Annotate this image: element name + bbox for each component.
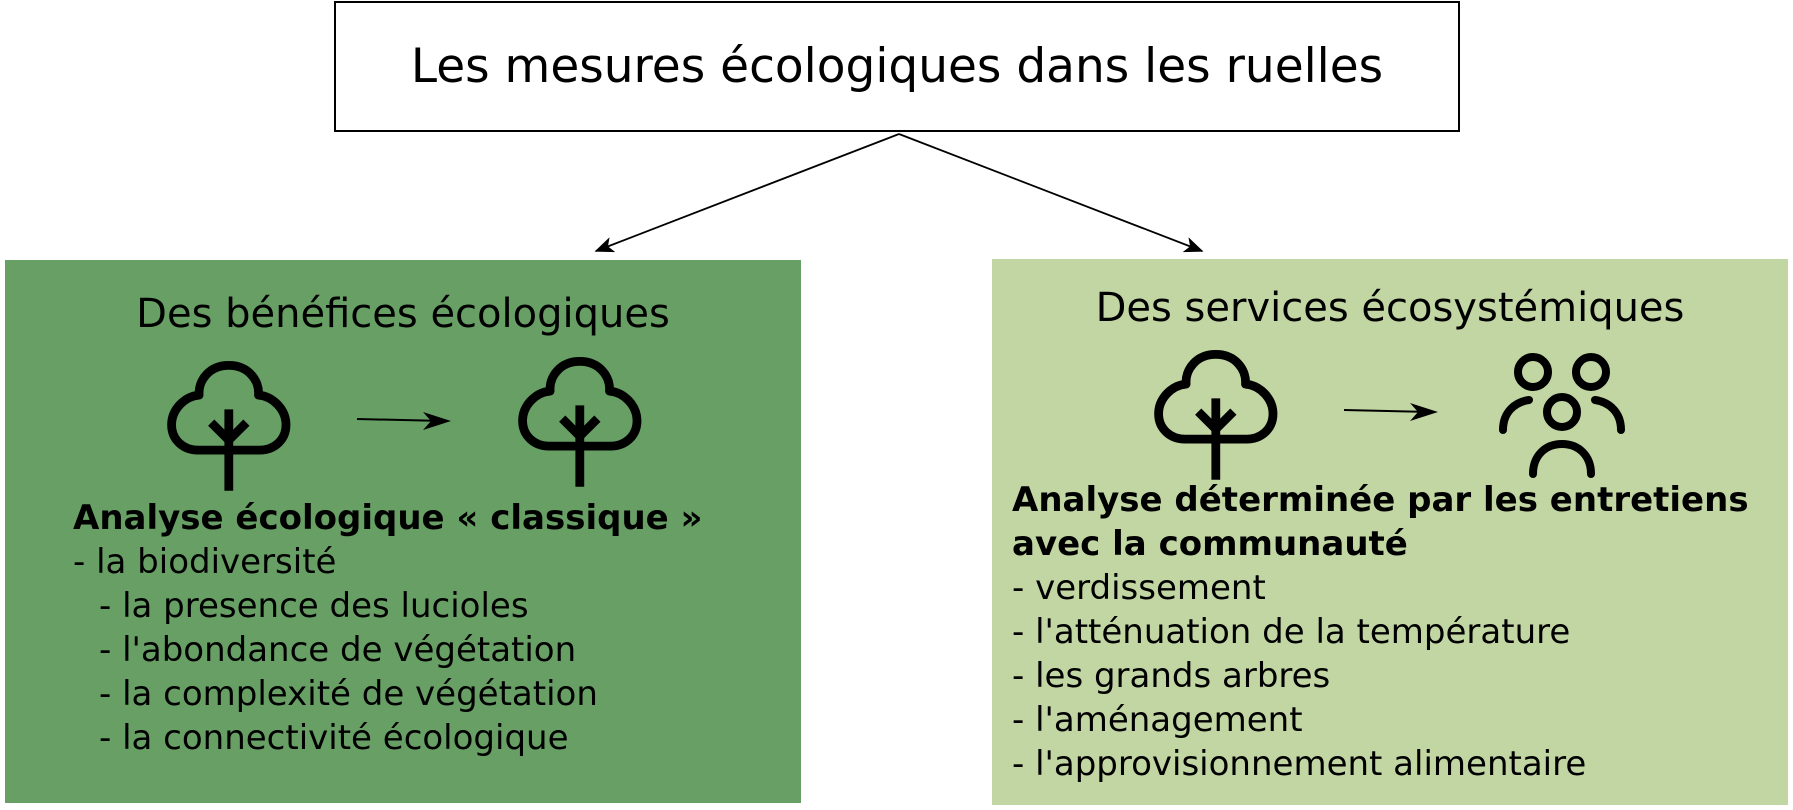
list-item: - la connectivité écologique — [99, 718, 569, 758]
people-icon — [1499, 353, 1625, 478]
arrow-to-right-panel — [898, 133, 1204, 253]
main-title-box: Les mesures écologiques dans les ruelles — [334, 1, 1460, 132]
list-item: - la complexité de végétation — [99, 674, 598, 714]
arrow-to-left-panel — [594, 133, 900, 253]
analysis-heading-line-2: avec la communauté — [1012, 524, 1408, 564]
tree-icon — [518, 357, 642, 487]
tree-icon — [167, 361, 291, 491]
list-item: - les grands arbres — [1012, 656, 1331, 696]
list-item: - l'atténuation de la température — [1012, 612, 1571, 652]
analysis-heading-line-1: Analyse déterminée par les entretiens — [1012, 480, 1749, 520]
list-item: - verdissement — [1012, 568, 1266, 608]
list-item: - l'abondance de végétation — [99, 630, 577, 670]
ecological-benefits-panel: Des bénéfices écologiques Analyse écolog… — [5, 260, 801, 803]
ecosystem-services-panel: Des services écosystémiques Analyse déte… — [992, 259, 1788, 805]
list-item: - la biodiversité — [73, 542, 337, 582]
tree-icon — [1154, 350, 1278, 480]
arrow-right-icon — [356, 412, 451, 430]
analysis-list: Analyse écologique « classique » - la bi… — [73, 496, 703, 760]
main-title: Les mesures écologiques dans les ruelles — [410, 39, 1384, 94]
list-item: - l'aménagement — [1012, 700, 1303, 740]
arrow-right-icon — [1343, 403, 1438, 421]
analysis-heading: Analyse écologique « classique » — [73, 498, 703, 538]
panel-title: Des services écosystémiques — [1095, 285, 1685, 331]
list-item: - la presence des lucioles — [99, 586, 529, 626]
panel-title: Des bénéfices écologiques — [136, 291, 670, 337]
list-item: - l'approvisionnement alimentaire — [1012, 744, 1587, 784]
analysis-list: Analyse déterminée par les entretiens av… — [1012, 478, 1749, 786]
